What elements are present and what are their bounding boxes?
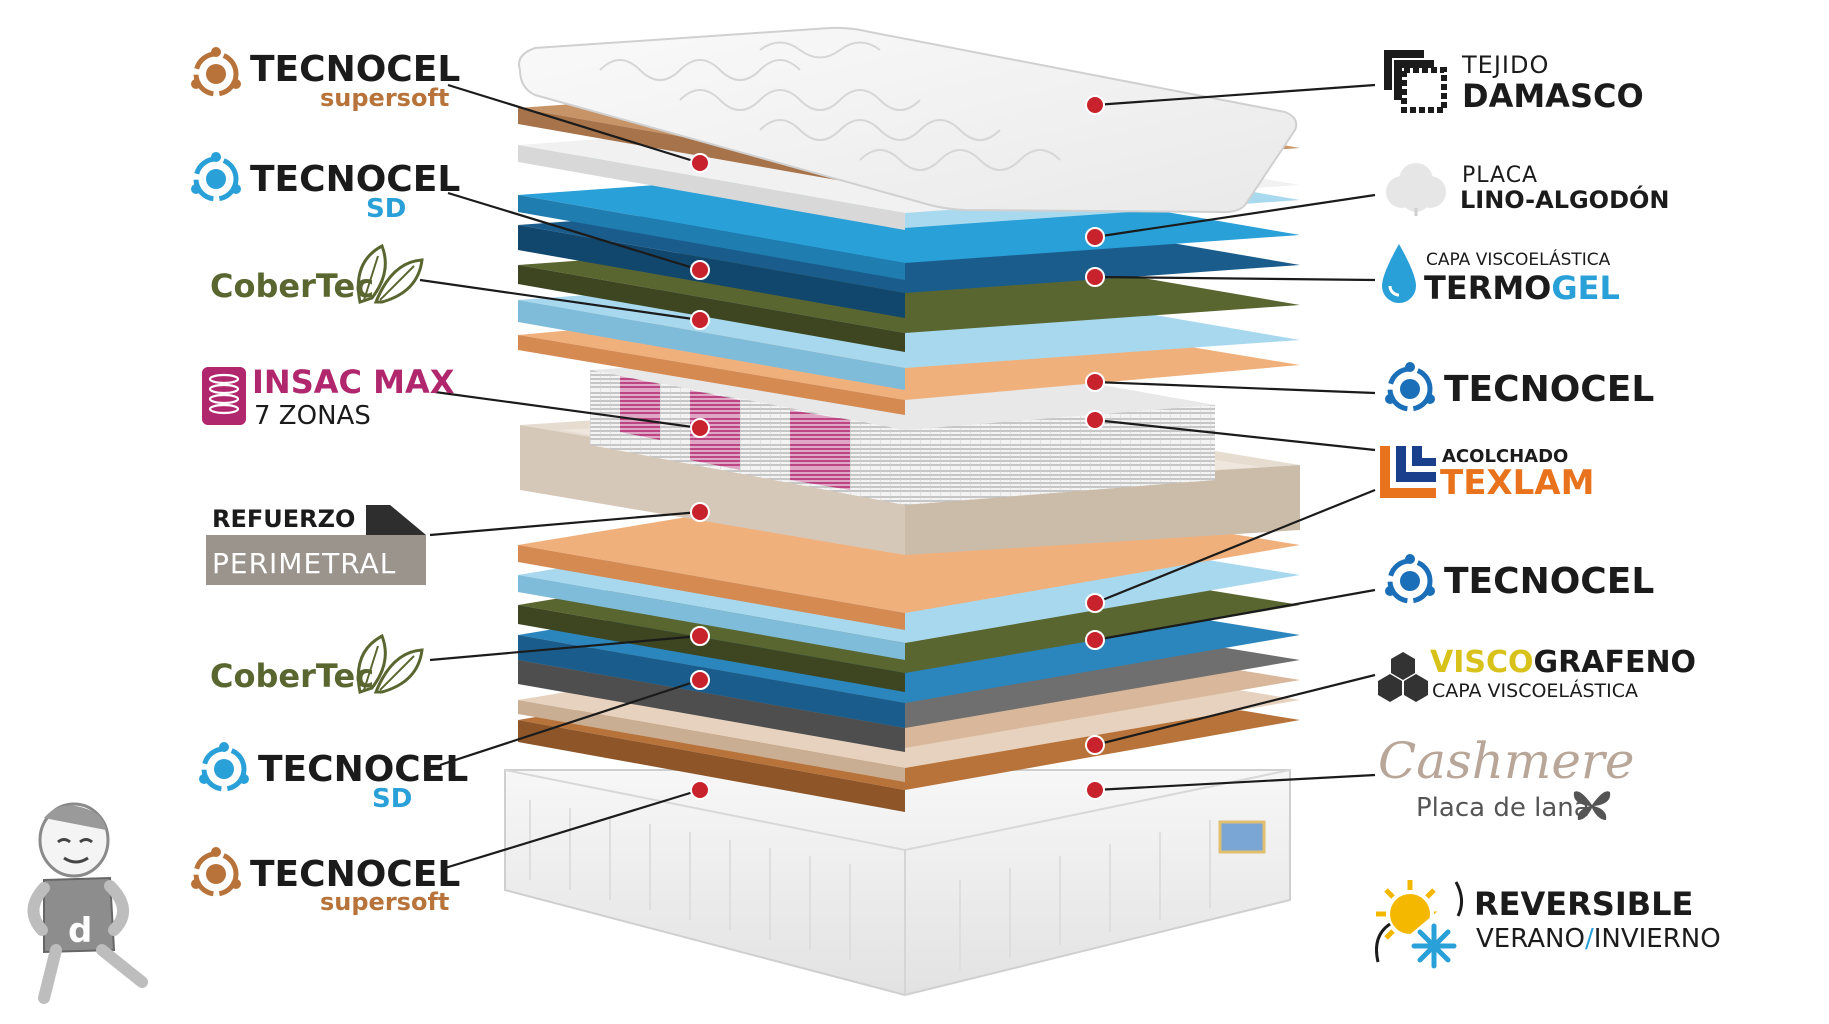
tecnocel-sd-bottom-sub: SD	[372, 784, 413, 814]
tecnocel-sd-bottom-title: TECNOCEL	[258, 749, 469, 790]
spring-coil-icon	[202, 367, 246, 425]
tecnocel-blue-icon	[1385, 362, 1435, 412]
viscografeno-title: VISCOGRAFENO	[1430, 648, 1696, 678]
mascot-character-icon	[27, 802, 148, 1004]
viscografeno-sub: CAPA VISCOELÁSTICA	[1432, 680, 1638, 702]
layer-pins	[690, 95, 1105, 800]
leaf-icon	[356, 633, 424, 694]
lino-algodon-title: LINO-ALGODÓN	[1460, 186, 1670, 214]
texlam-title: TEXLAM	[1440, 463, 1595, 503]
refuerzo-title: REFUERZO	[212, 505, 356, 533]
quilted-top-fabric	[518, 26, 1298, 214]
damasco-title: DAMASCO	[1462, 77, 1644, 115]
termogel-title: TERMOGEL	[1424, 272, 1620, 304]
cotton-flower-icon	[1386, 163, 1446, 216]
insac-max-sub: 7 ZONAS	[254, 401, 371, 431]
tecnocel-blue-icon	[1385, 554, 1435, 604]
reversible-sub: VERANO/INVIERNO	[1476, 926, 1721, 952]
tecnocel-right-top-title: TECNOCEL	[1444, 369, 1655, 410]
cashmere-sub: Placa de lana	[1416, 793, 1590, 823]
base-mattress	[504, 769, 1291, 997]
cobertec-top-title: CoberTec	[210, 267, 375, 305]
graphene-hexagon-icon	[1378, 652, 1428, 702]
placa-top: PLACA	[1462, 163, 1539, 188]
texlam-icon	[1380, 446, 1436, 498]
tecnocel-supersoft-top-sub: supersoft	[320, 84, 450, 112]
tecnocel-supersoft-bottom-title: TECNOCEL	[250, 854, 461, 895]
tecnocel-copper-icon	[191, 847, 241, 897]
reversible-title: REVERSIBLE	[1474, 885, 1694, 923]
tecnocel-copper-icon	[191, 47, 241, 97]
water-drop-icon	[1382, 244, 1416, 303]
termogel-title-b: GEL	[1551, 269, 1620, 307]
tecnocel-blue-icon	[199, 742, 249, 792]
tejido-top: TEJIDO	[1462, 51, 1550, 79]
tecnocel-sd-top-sub: SD	[366, 194, 407, 224]
tecnocel-supersoft-top-title: TECNOCEL	[250, 49, 461, 90]
tecnocel-right-bottom-title: TECNOCEL	[1444, 561, 1655, 602]
invierno-text: INVIERNO	[1593, 924, 1721, 954]
cobertec-bottom-title: CoberTec	[210, 657, 375, 695]
sun-snowflake-icon	[1372, 880, 1468, 970]
viscografeno-title-a: VISCO	[1430, 645, 1534, 680]
butterfly-icon	[1573, 791, 1611, 820]
perimeter-reinforcement-icon	[206, 505, 426, 585]
cashmere-title: Cashmere	[1378, 732, 1635, 790]
fabric-layers-icon	[1384, 50, 1447, 113]
viscografeno-title-b: GRAFENO	[1533, 645, 1697, 680]
termogel-title-a: TERMO	[1424, 269, 1552, 307]
tecnocel-blue-icon	[191, 152, 241, 202]
acolchado-top: ACOLCHADO	[1442, 446, 1569, 467]
leaf-icon	[356, 243, 424, 304]
tecnocel-sd-top-title: TECNOCEL	[250, 159, 461, 200]
verano-text: VERANO	[1476, 924, 1585, 954]
mascot-letter: d	[68, 911, 93, 951]
leader-lines	[419, 83, 1376, 870]
refuerzo-sub: PERIMETRAL	[212, 547, 397, 580]
tecnocel-supersoft-bottom-sub: supersoft	[320, 888, 450, 916]
termogel-top: CAPA VISCOELÁSTICA	[1426, 250, 1611, 270]
slash-separator: /	[1584, 924, 1594, 954]
insac-max-title: INSAC MAX	[252, 363, 455, 401]
